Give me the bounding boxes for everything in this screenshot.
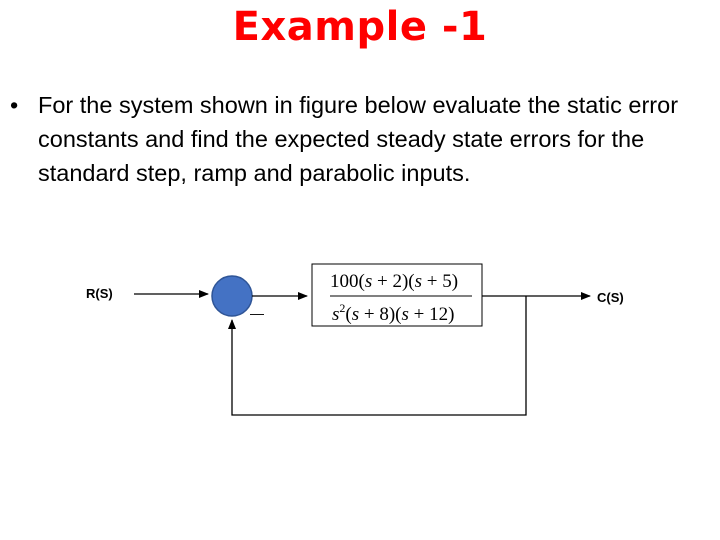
tf-denominator: s2(s + 8)(s + 12) xyxy=(332,301,454,325)
feedback-path xyxy=(228,296,527,416)
input-label-rs: R(S) xyxy=(86,286,113,301)
summing-junction xyxy=(211,275,253,317)
bullet-marker: • xyxy=(10,92,19,118)
slide-title: Example -1 xyxy=(232,4,488,50)
transfer-function-block xyxy=(311,263,483,327)
tf-numerator: 100(s + 2)(s + 5) xyxy=(330,271,458,292)
feedback-minus-sign: — xyxy=(250,305,264,321)
problem-text: For the system shown in figure below eva… xyxy=(38,92,679,186)
output-label-cs: C(S) xyxy=(597,290,624,305)
